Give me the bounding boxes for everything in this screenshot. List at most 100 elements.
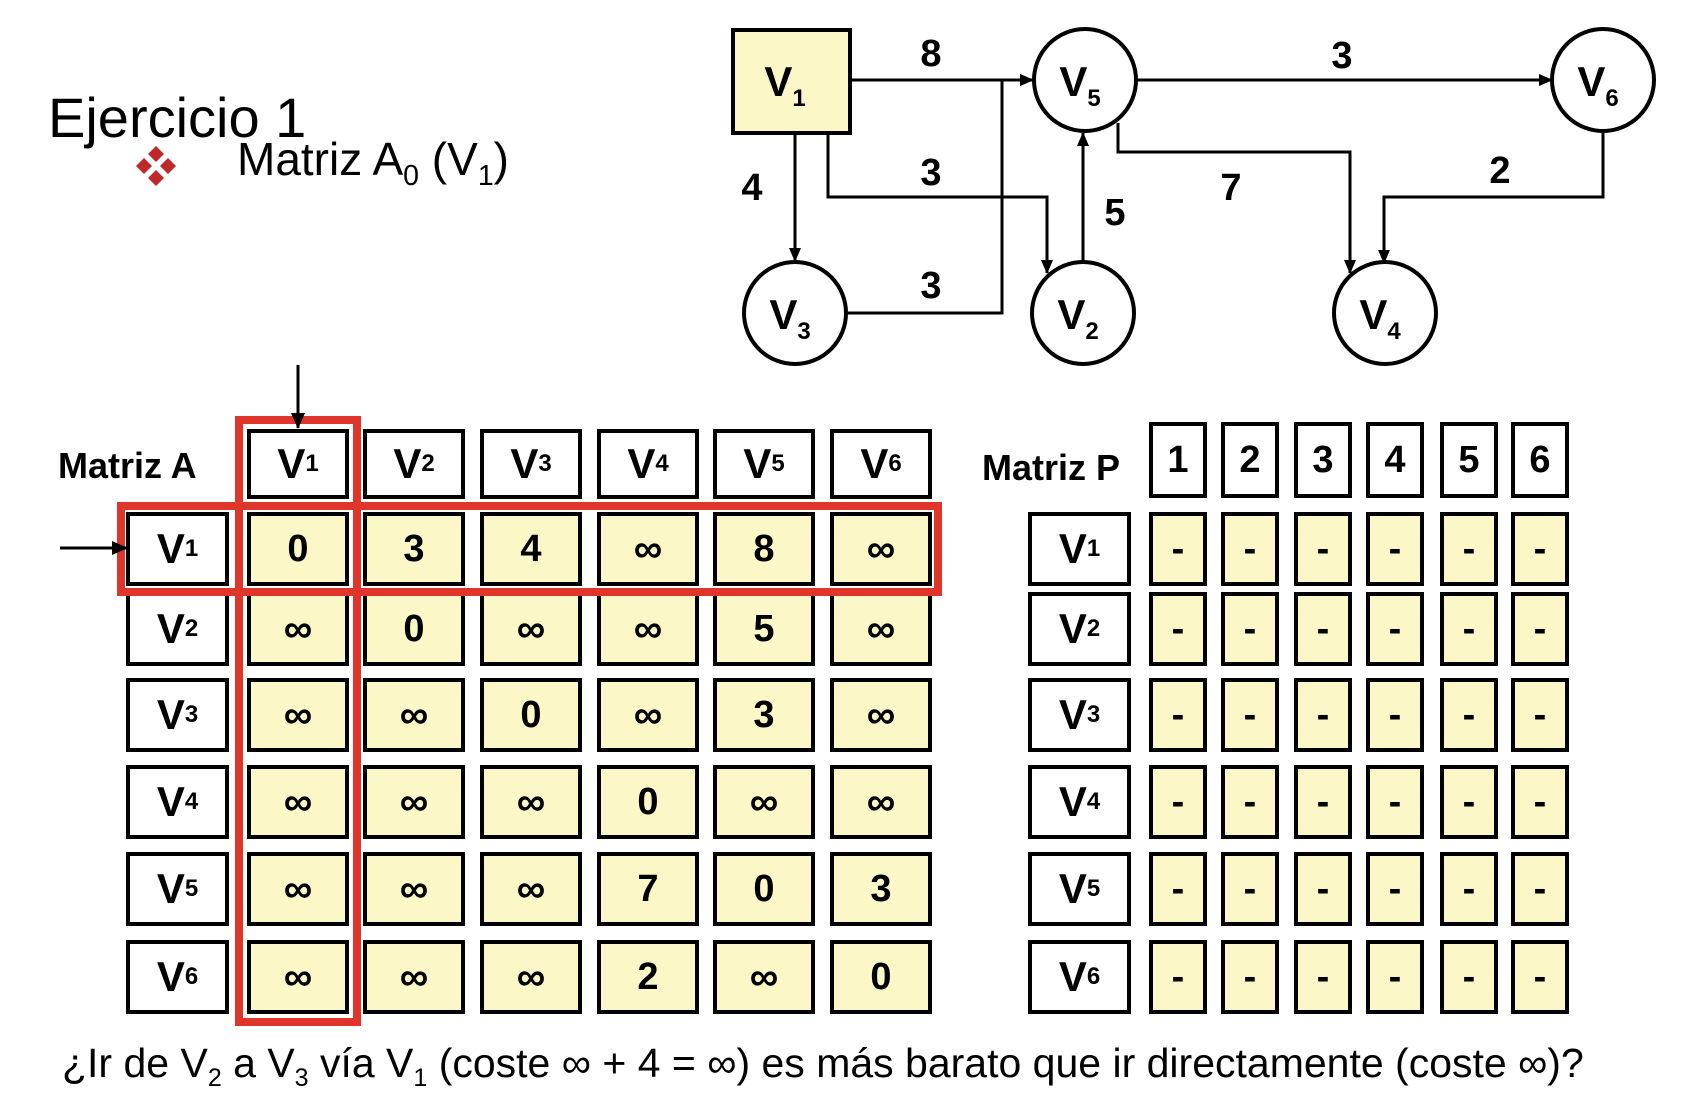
matrix-p-cell: -	[1366, 765, 1424, 839]
matrix-p-cell: -	[1294, 940, 1352, 1014]
matrix-p-cell: -	[1149, 678, 1207, 752]
matrix-a-cell: ∞	[830, 678, 932, 752]
matrix-p-col-header: 6	[1511, 422, 1569, 498]
matrix-a-cell: 4	[480, 512, 582, 586]
edge-weight-v1-v3: 4	[741, 167, 762, 209]
node-v5	[1032, 27, 1138, 133]
matrix-p-cell: -	[1149, 940, 1207, 1014]
matrix-a-cell: ∞	[480, 852, 582, 926]
matrix-p-col-header: 5	[1440, 422, 1498, 498]
matrix-p-cell: -	[1294, 678, 1352, 752]
matrix-p-cell: -	[1366, 592, 1424, 666]
matrix-p-cell: -	[1149, 765, 1207, 839]
matrix-a-cell: 3	[830, 852, 932, 926]
matrix-a-cell: 2	[597, 940, 699, 1014]
matrix-p-cell: -	[1221, 678, 1279, 752]
matrix-a-cell: 5	[713, 592, 815, 666]
matrix-a-cell: 0	[713, 852, 815, 926]
subtitle-node: V	[447, 133, 478, 185]
matrix-p-cell: -	[1511, 678, 1569, 752]
question-part: vía V	[308, 1040, 414, 1086]
matrix-p-cell: -	[1149, 852, 1207, 926]
question-part: (coste ∞ + 4 = ∞) es más barato que ir d…	[427, 1040, 1584, 1086]
matrix-p-col-header: 4	[1366, 422, 1424, 498]
matrix-a-cell: ∞	[247, 765, 349, 839]
node-v2	[1030, 260, 1136, 366]
matrix-p-cell: -	[1221, 765, 1279, 839]
matrix-a-cell: 3	[363, 512, 465, 586]
node-v4-label: V4	[1359, 291, 1401, 345]
edge-weight-v1-v2: 3	[920, 152, 941, 194]
matrix-p-cell: -	[1440, 852, 1498, 926]
matrix-p-col-header: 1	[1149, 422, 1207, 498]
matrix-p-cell: -	[1366, 512, 1424, 586]
matrix-a-cell: ∞	[597, 512, 699, 586]
matrix-a-cell: ∞	[363, 765, 465, 839]
node-v1-label: V1	[764, 58, 805, 112]
node-v3	[742, 260, 848, 366]
subtitle-text: Matriz A	[237, 133, 404, 185]
question-part: ¿Ir de V	[62, 1040, 208, 1086]
edge-v3-v5	[848, 74, 1034, 315]
question-part: a V	[221, 1040, 295, 1086]
subtitle: Matriz A0 (V1)	[237, 133, 509, 192]
matrix-p-col-header: 2	[1221, 422, 1279, 498]
question-subscript: 2	[207, 1064, 222, 1092]
matrix-a-cell: 3	[713, 678, 815, 752]
matrix-a-title: Matriz A	[58, 445, 197, 486]
matrix-p-cell: -	[1294, 592, 1352, 666]
matrix-a-cell: ∞	[363, 940, 465, 1014]
edge-weight-v6-v4: 2	[1489, 150, 1510, 192]
matrix-a-cell: 0	[247, 512, 349, 586]
edge-weight-v5-v4: 7	[1220, 167, 1241, 209]
matrix-p-cell: -	[1366, 678, 1424, 752]
matrix-p-title: Matriz P	[982, 447, 1121, 488]
matrix-a-cell: ∞	[247, 592, 349, 666]
diamond-bullet-icon	[136, 146, 176, 186]
node-v3-label: V3	[769, 291, 810, 345]
matrix-a-cell: ∞	[247, 678, 349, 752]
matrix-a-cell: ∞	[597, 678, 699, 752]
matrix-p-cell: -	[1511, 852, 1569, 926]
matrix-a-cell: 0	[480, 678, 582, 752]
matrix-a-cell: ∞	[713, 940, 815, 1014]
subtitle-node-subscript: 1	[477, 159, 494, 192]
matrix-p-cell: -	[1511, 940, 1569, 1014]
matrix-p-cell: -	[1511, 765, 1569, 839]
matrix-p-cell: -	[1221, 940, 1279, 1014]
question-subscript: 1	[413, 1064, 428, 1092]
matrix-p-cell: -	[1221, 592, 1279, 666]
matrix-p-cell: -	[1149, 592, 1207, 666]
node-v4	[1332, 260, 1438, 366]
matrix-a-cell: 8	[713, 512, 815, 586]
matrix-p-cell: -	[1294, 512, 1352, 586]
matrix-a-cell: 0	[830, 940, 932, 1014]
matrix-a-cell: 0	[597, 765, 699, 839]
edge-weight-v1-v5: 8	[920, 33, 941, 75]
edge-weight-v3-v5: 3	[920, 265, 941, 307]
matrix-p-cell: -	[1366, 852, 1424, 926]
node-v2-label: V2	[1057, 291, 1098, 345]
matrix-p-cell: -	[1440, 940, 1498, 1014]
matrix-p-cell: -	[1221, 852, 1279, 926]
matrix-a-cell: ∞	[480, 765, 582, 839]
matrix-p-cell: -	[1294, 852, 1352, 926]
edge-weight-v5-v6: 3	[1331, 35, 1352, 77]
matrix-a-cell: 7	[597, 852, 699, 926]
